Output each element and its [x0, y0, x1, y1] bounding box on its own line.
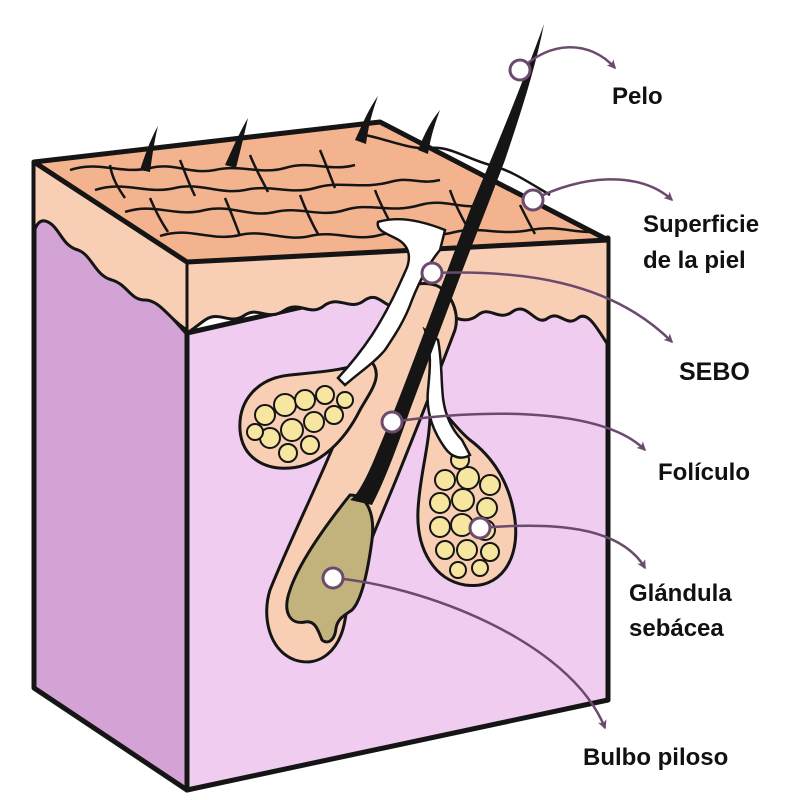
- skin-surface-cells: [69, 133, 591, 239]
- label-follicle: Folículo: [658, 459, 750, 486]
- gland-callout-dot: [468, 516, 492, 540]
- sebum: [336, 217, 447, 387]
- bulb-callout-line: [332, 576, 607, 730]
- callout-lines: [332, 46, 674, 730]
- hair-callout-line: [519, 46, 616, 71]
- label-sebum: SEBO: [679, 358, 750, 386]
- hair-callout-dot: [508, 58, 532, 82]
- label-gland-line2: sebácea: [629, 615, 724, 642]
- gland-callout-line: [479, 524, 647, 570]
- label-hair: Pelo: [612, 83, 663, 110]
- callout-dots: [321, 58, 545, 590]
- sebum-callout-dot: [420, 261, 444, 285]
- gland-cells-left: [246, 385, 354, 463]
- follicle-callout-dot: [380, 410, 404, 434]
- follicle-callout-line: [391, 412, 647, 452]
- sebum-duct-right: [422, 326, 472, 459]
- skin-surface-callout-dot: [521, 188, 545, 212]
- epidermis-side: [32, 160, 189, 332]
- skin-surface-callout-line: [532, 178, 674, 202]
- bulb-callout-dot: [321, 566, 345, 590]
- label-skin-surface-line1: Superficie: [643, 211, 759, 238]
- label-bulb: Bulbo piloso: [583, 744, 728, 771]
- label-skin-surface-line2: de la piel: [643, 247, 746, 274]
- label-gland-line1: Glándula: [629, 580, 732, 607]
- sebum-callout-line: [431, 271, 674, 344]
- surface-hairs: [140, 96, 440, 172]
